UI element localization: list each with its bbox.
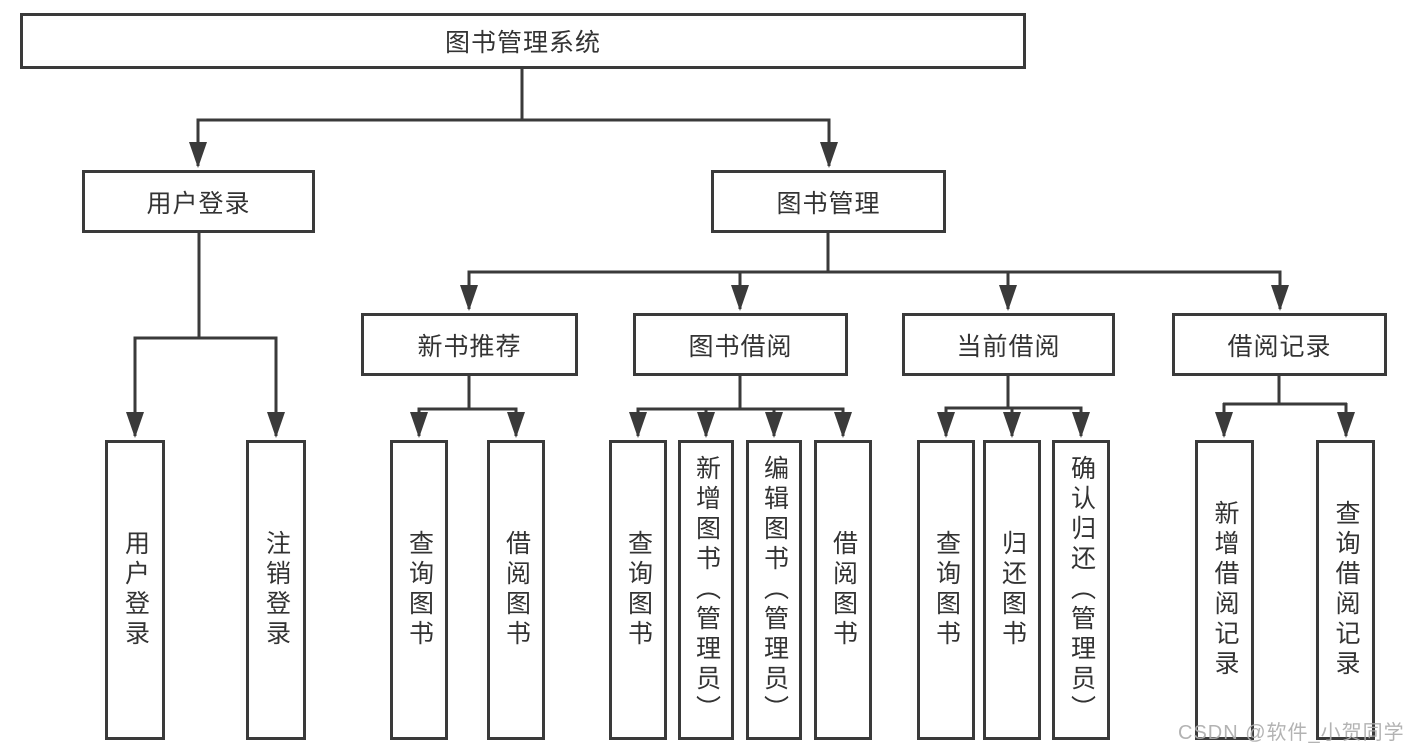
leaf-borrow-books: 借阅图书: [814, 440, 872, 740]
node-label: 查询借阅记录: [1332, 500, 1360, 680]
node-label: 注销登录: [262, 530, 291, 650]
leaf-borrow-books-recommend: 借阅图书: [487, 440, 545, 740]
node-label: 借阅记录: [1227, 332, 1332, 361]
node-label: 用户登录: [146, 189, 251, 218]
node-label: 借阅图书: [502, 530, 531, 650]
node-label: 查询图书: [624, 530, 653, 650]
leaf-user-login: 用户登录: [105, 440, 165, 740]
node-label: 查询图书: [932, 530, 961, 650]
node-label: 借阅图书: [829, 530, 858, 650]
leaf-query-books-recommend: 查询图书: [390, 440, 448, 740]
leaf-confirm-return-admin: 确认归还（管理员）: [1052, 440, 1110, 740]
node-user-login: 用户登录: [82, 170, 315, 233]
node-label: 新增借阅记录: [1211, 500, 1239, 680]
csdn-watermark: CSDN @软件_小贺同学: [1178, 722, 1405, 744]
leaf-query-books-current: 查询图书: [917, 440, 975, 740]
node-new-book-recommend: 新书推荐: [361, 313, 578, 376]
leaf-logout: 注销登录: [246, 440, 306, 740]
leaf-edit-books-admin: 编辑图书（管理员）: [746, 440, 802, 740]
leaf-add-borrow-record: 新增借阅记录: [1195, 440, 1254, 740]
node-borrow-records: 借阅记录: [1172, 313, 1387, 376]
leaf-return-books: 归还图书: [983, 440, 1041, 740]
leaf-add-books-admin: 新增图书（管理员）: [678, 440, 734, 740]
node-label: 当前借阅: [956, 332, 1061, 361]
node-library-system-root: 图书管理系统: [20, 13, 1026, 69]
leaf-query-borrow-record: 查询借阅记录: [1316, 440, 1375, 740]
node-label: 确认归还（管理员）: [1067, 455, 1096, 725]
leaf-query-books-borrow: 查询图书: [609, 440, 667, 740]
node-label: 编辑图书（管理员）: [760, 455, 789, 725]
node-label: 图书借阅: [688, 332, 793, 361]
node-label: 查询图书: [405, 530, 434, 650]
node-label: 图书管理: [776, 189, 881, 218]
node-label: 图书管理系统: [444, 29, 601, 57]
node-book-borrow: 图书借阅: [633, 313, 848, 376]
node-label: 新增图书（管理员）: [692, 455, 721, 725]
node-label: 新书推荐: [417, 332, 522, 361]
node-book-management: 图书管理: [711, 170, 946, 233]
node-current-borrow: 当前借阅: [902, 313, 1115, 376]
node-label: 归还图书: [998, 530, 1027, 650]
node-label: 用户登录: [121, 530, 150, 650]
